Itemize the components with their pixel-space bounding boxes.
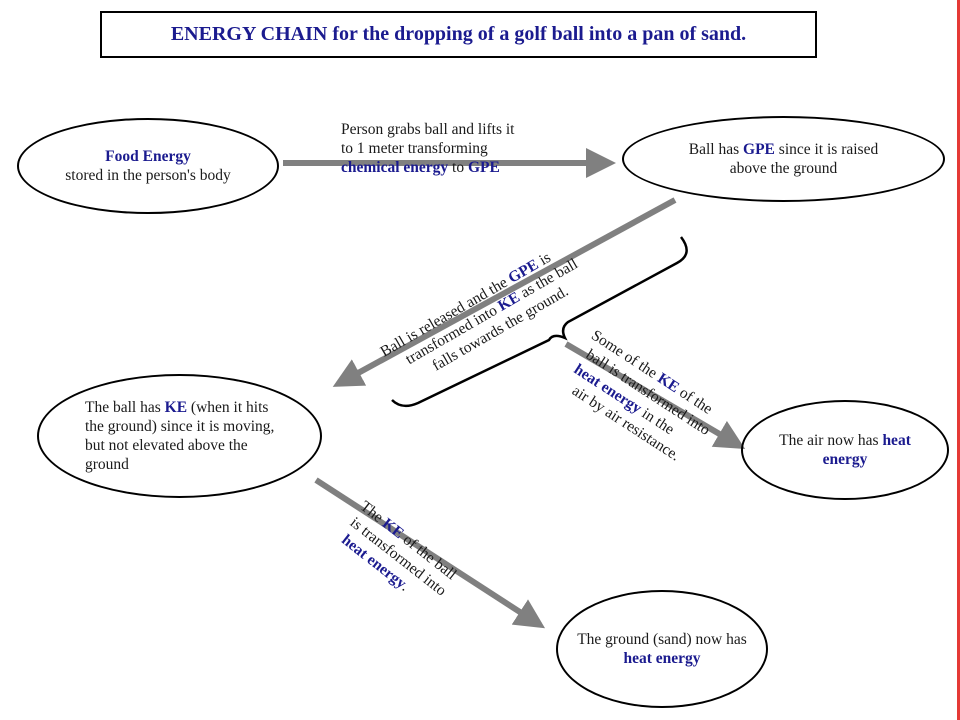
node-ground-heat: The ground (sand) now has heat energy <box>556 590 768 708</box>
node-kinetic-energy: The ball has KE (when it hits the ground… <box>37 374 322 498</box>
arrow-release <box>332 197 677 387</box>
food-energy-text: stored in the person's body <box>65 167 231 184</box>
air-heat-highlight: heat energy <box>822 432 911 468</box>
page-edge-line <box>957 0 960 720</box>
food-energy-highlight: Food Energy <box>105 148 191 165</box>
diagram-title: ENERGY CHAIN for the dropping of a golf … <box>170 23 747 45</box>
ground-heat-highlight: heat energy <box>623 650 701 667</box>
node-air-heat: The air now has heat energy <box>741 400 949 500</box>
ke-highlight: KE <box>164 399 188 416</box>
node-gpe: Ball has GPE since it is raised above th… <box>622 116 945 202</box>
bracket <box>391 236 688 408</box>
arrow-ground <box>314 477 546 629</box>
gpe-highlight: GPE <box>743 141 775 158</box>
label-lift: Person grabs ball and lifts it to 1 mete… <box>341 121 515 176</box>
arrow-air <box>564 341 746 450</box>
title-box: ENERGY CHAIN for the dropping of a golf … <box>100 11 817 58</box>
node-food-energy: Food Energy stored in the person's body <box>17 118 279 214</box>
